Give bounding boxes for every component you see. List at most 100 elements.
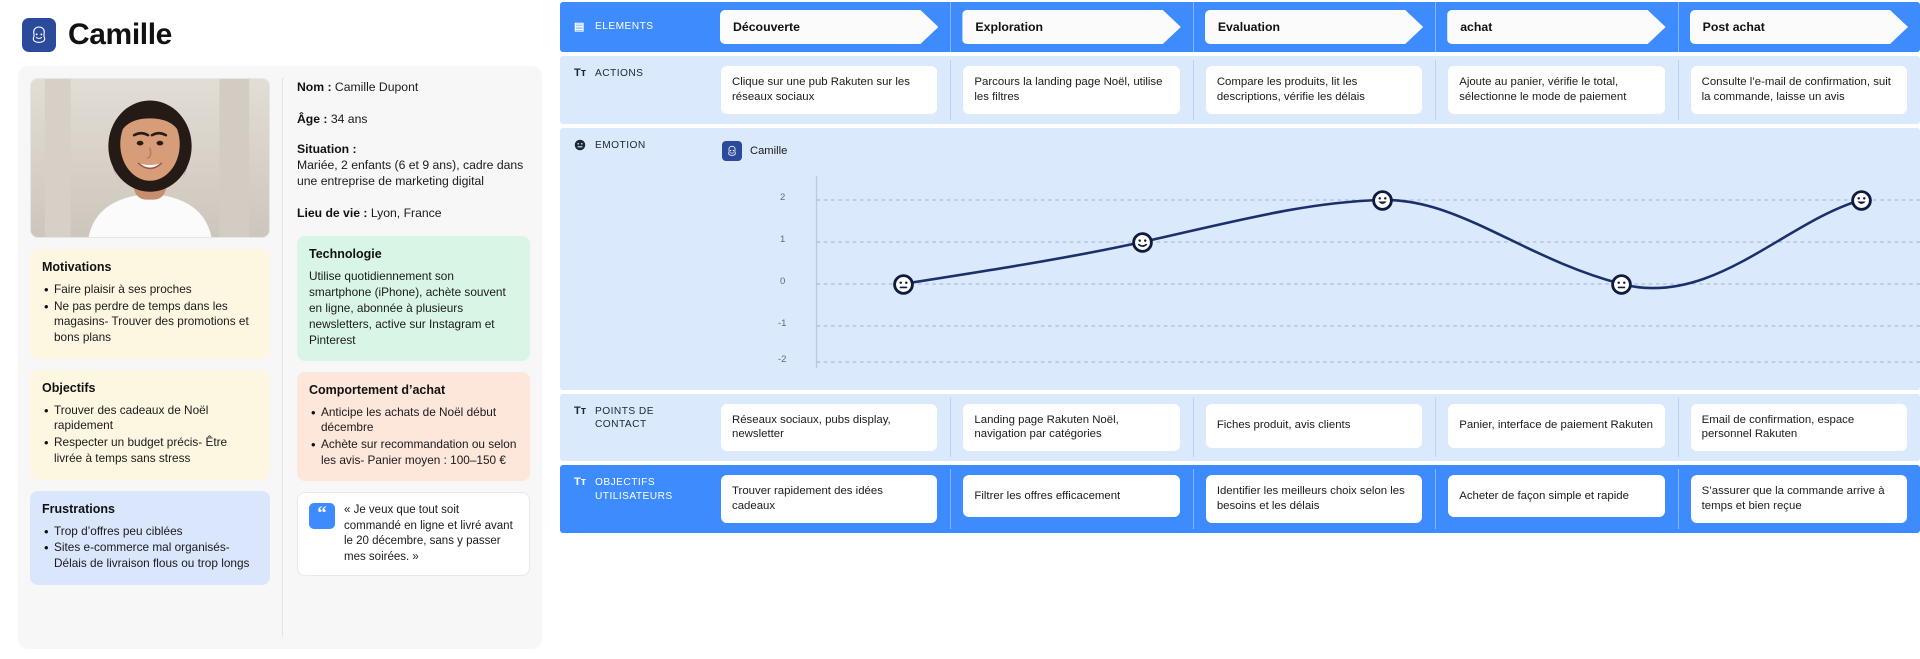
persona-quote: “ « Je veux que tout soit commandé en li…: [297, 492, 530, 576]
action-bubble[interactable]: Consulte l’e-mail de confirmation, suit …: [1690, 66, 1908, 114]
contact-cell[interactable]: Panier, interface de paiement Rakuten: [1435, 394, 1677, 462]
card-list: Faire plaisir à ses proches Ne pas perdr…: [42, 281, 258, 346]
contact-cell[interactable]: Landing page Rakuten Noël, navigation pa…: [950, 394, 1192, 462]
card-motivations: Motivations Faire plaisir à ses proches …: [30, 249, 270, 359]
info-value: 34 ans: [327, 112, 368, 126]
objectif-cell[interactable]: Acheter de façon simple et rapide: [1435, 465, 1677, 533]
card-title: Objectifs: [42, 380, 96, 395]
action-bubble[interactable]: Ajoute au panier, vérifie le total, séle…: [1448, 66, 1665, 114]
row-label-actions: Tт ACTIONS: [560, 56, 708, 124]
row-label-objectifs: Tт OBJECTIFS UTILISATEURS: [560, 465, 708, 533]
card-frustrations: Frustrations Trop d’offres peu ciblées S…: [30, 490, 270, 585]
action-cell[interactable]: Parcours la landing page Noël, utilise l…: [950, 56, 1192, 124]
journey-row-objectifs: Tт OBJECTIFS UTILISATEURS Trouver rapide…: [560, 465, 1920, 533]
list-item: Trop d’offres peu ciblées: [42, 523, 258, 540]
action-cell[interactable]: Clique sur une pub Rakuten sur les résea…: [708, 56, 950, 124]
persona-right-column: Nom : Camille Dupont Âge : 34 ans Situat…: [283, 78, 530, 637]
list-item: Achète sur recommandation ou selon les a…: [309, 436, 518, 468]
contact-bubble[interactable]: Email de confirmation, espace personnel …: [1690, 403, 1908, 452]
action-cell[interactable]: Ajoute au panier, vérifie le total, séle…: [1435, 56, 1677, 124]
action-cells: Clique sur une pub Rakuten sur les résea…: [708, 56, 1920, 124]
journey-row-emotion: EMOTION Camille: [560, 127, 1920, 390]
stage-cells: Découverte Exploration Evaluation achat …: [708, 2, 1920, 52]
info-value: Mariée, 2 enfants (6 et 9 ans), cadre da…: [297, 158, 524, 189]
card-list: Trouver des cadeaux de Noël rapidement R…: [42, 402, 258, 467]
info-nom: Nom : Camille Dupont: [297, 78, 530, 96]
quote-text: « Je veux que tout soit commandé en lign…: [344, 504, 513, 563]
card-title: Motivations: [42, 260, 112, 274]
stage-chevron[interactable]: achat: [1447, 10, 1665, 44]
column-divider: [282, 78, 283, 637]
list-item: Ne pas perdre de temps dans les magasins…: [42, 298, 258, 346]
info-label: Nom :: [297, 80, 332, 94]
objectif-cell[interactable]: Identifier les meilleurs choix selon les…: [1192, 465, 1435, 533]
objectif-bubble[interactable]: Trouver rapidement des idées cadeaux: [721, 475, 938, 523]
row-label-contact: Tт POINTS DE CONTACT: [560, 394, 708, 462]
action-bubble[interactable]: Parcours la landing page Noël, utilise l…: [963, 66, 1180, 114]
info-value: Lyon, France: [367, 205, 442, 220]
emotion-chart-svg: [815, 175, 1920, 368]
info-label: Situation :: [297, 142, 357, 156]
objectif-cell[interactable]: Trouver rapidement des idées cadeaux: [708, 465, 950, 533]
stage-cell[interactable]: Découverte: [708, 10, 950, 44]
columns-icon: ▤: [574, 20, 585, 33]
info-value: Camille Dupont: [331, 80, 419, 94]
action-cell[interactable]: Compare les produits, lit les descriptio…: [1192, 56, 1435, 124]
row-label-text: ELEMENTS: [595, 21, 654, 33]
page-title: Camille: [68, 18, 172, 51]
journey-row-elements: ▤ ELEMENTS Découverte Exploration Evalua…: [560, 2, 1920, 52]
contact-bubble[interactable]: Landing page Rakuten Noël, navigation pa…: [963, 403, 1180, 452]
emotion-icon: [574, 139, 588, 154]
info-label: Âge :: [297, 112, 328, 126]
contact-cell[interactable]: Réseaux sociaux, pubs display, newslette…: [708, 394, 950, 462]
card-paragraph: Utilise quotidiennement son smartphone (…: [309, 268, 506, 347]
info-situation: Situation : Mariée, 2 enfants (6 et 9 an…: [297, 142, 530, 190]
persona-body: Motivations Faire plaisir à ses proches …: [18, 66, 542, 649]
action-bubble[interactable]: Clique sur une pub Rakuten sur les résea…: [721, 66, 938, 114]
card-title: Technologie: [309, 246, 382, 261]
objectif-cell[interactable]: Filtrer les offres efficacement: [950, 465, 1192, 533]
contact-bubble[interactable]: Panier, interface de paiement Rakuten: [1448, 403, 1665, 448]
objectif-bubble[interactable]: S’assurer que la commande arrive à temps…: [1690, 475, 1908, 523]
list-item: Trouver des cadeaux de Noël rapidement: [42, 402, 258, 434]
text-icon: Tт: [574, 67, 587, 79]
stage-cell[interactable]: Exploration: [950, 2, 1192, 52]
quote-icon: “: [309, 503, 335, 530]
journey-row-actions: Tт ACTIONS Clique sur une pub Rakuten su…: [560, 56, 1920, 124]
objectif-bubble[interactable]: Filtrer les offres efficacement: [963, 475, 1180, 518]
contact-cell[interactable]: Fiches produit, avis clients: [1192, 394, 1435, 462]
persona-left-column: Motivations Faire plaisir à ses proches …: [30, 78, 282, 637]
contact-bubble[interactable]: Réseaux sociaux, pubs display, newslette…: [721, 403, 938, 452]
list-item: Sites e-commerce mal organisés- Délais d…: [42, 539, 258, 571]
stage-chevron[interactable]: Evaluation: [1205, 10, 1423, 44]
objectif-bubble[interactable]: Identifier les meilleurs choix selon les…: [1205, 475, 1423, 523]
card-title: Frustrations: [42, 501, 115, 516]
contact-cells: Réseaux sociaux, pubs display, newslette…: [708, 394, 1920, 462]
stage-chevron[interactable]: Découverte: [720, 10, 938, 44]
row-label-elements: ▤ ELEMENTS: [560, 2, 708, 52]
stage-cell[interactable]: Evaluation: [1192, 2, 1435, 52]
info-age: Âge : 34 ans: [297, 110, 530, 128]
row-label-text: OBJECTIFS UTILISATEURS: [595, 477, 673, 503]
stage-chevron[interactable]: Post achat: [1690, 10, 1908, 44]
stage-chevron[interactable]: Exploration: [962, 10, 1180, 44]
action-bubble[interactable]: Compare les produits, lit les descriptio…: [1205, 66, 1423, 114]
card-technologie: Technologie Utilise quotidiennement son …: [297, 235, 530, 361]
list-item: Anticipe les achats de Noël début décemb…: [309, 404, 518, 436]
stage-cell[interactable]: Post achat: [1677, 2, 1920, 52]
persona-header: Camille: [22, 18, 542, 52]
contact-bubble[interactable]: Fiches produit, avis clients: [1205, 403, 1423, 448]
info-lieu: Lieu de vie : Lyon, France: [297, 204, 530, 222]
list-item: Respecter un budget précis- Être livrée …: [42, 434, 258, 466]
stage-cell[interactable]: achat: [1435, 2, 1677, 52]
card-objectifs: Objectifs Trouver des cadeaux de Noël ra…: [30, 369, 270, 480]
card-title: Comportement d’achat: [309, 382, 446, 397]
objectif-cells: Trouver rapidement des idées cadeaux Fil…: [708, 465, 1920, 533]
objectif-bubble[interactable]: Acheter de façon simple et rapide: [1448, 475, 1665, 518]
action-cell[interactable]: Consulte l’e-mail de confirmation, suit …: [1677, 56, 1920, 124]
row-label-text: POINTS DE CONTACT: [595, 405, 654, 431]
contact-cell[interactable]: Email de confirmation, espace personnel …: [1677, 394, 1920, 462]
text-icon: Tт: [574, 476, 587, 489]
objectif-cell[interactable]: S’assurer que la commande arrive à temps…: [1677, 465, 1920, 533]
